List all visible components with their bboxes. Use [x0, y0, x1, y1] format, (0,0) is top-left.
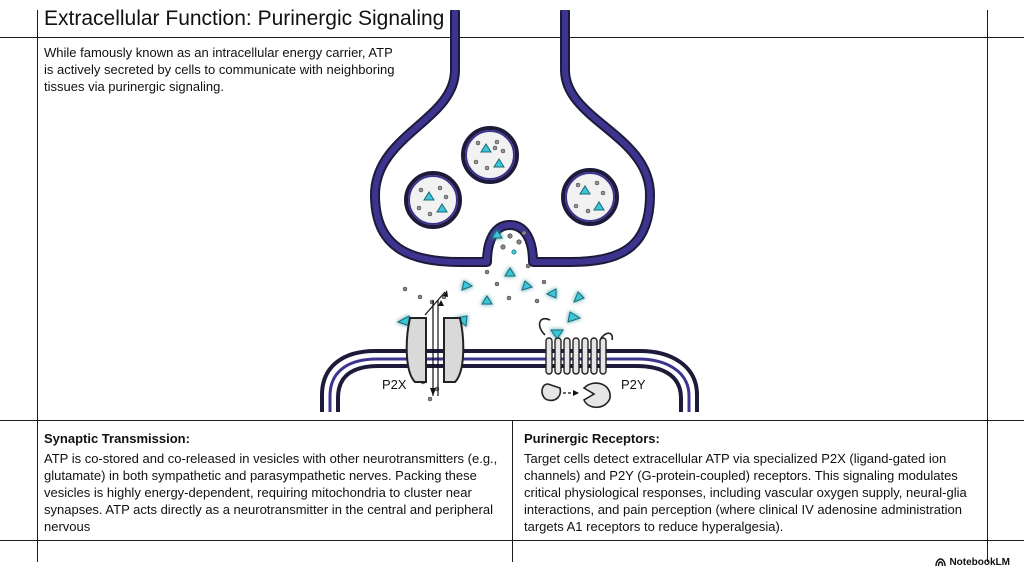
- page-title: Extracellular Function: Purinergic Signa…: [44, 7, 445, 30]
- title-divider: [0, 37, 1024, 38]
- purinergic-receptors-body: Target cells detect extracellular ATP vi…: [524, 451, 967, 534]
- synapse-diagram: P2X P2Y: [300, 7, 720, 420]
- p2x-label: P2X: [382, 377, 407, 392]
- purinergic-receptors-title: Purinergic Receptors:: [524, 431, 660, 446]
- vesicle-left: [404, 171, 462, 229]
- released-atp-particles: [396, 267, 585, 340]
- presynaptic-membrane: [370, 7, 655, 267]
- p2x-receptor: [405, 290, 465, 396]
- right-border: [987, 10, 988, 562]
- vesicle-top: [461, 126, 519, 184]
- synaptic-transmission-panel: Synaptic Transmission: ATP is co-stored …: [44, 430, 504, 540]
- notebooklm-logo-icon: [935, 558, 947, 567]
- postsynaptic-membrane: [320, 349, 699, 412]
- synaptic-transmission-title: Synaptic Transmission:: [44, 431, 190, 446]
- brand-name: NotebookLM: [949, 557, 1010, 568]
- purinergic-receptors-panel: Purinergic Receptors: Target cells detec…: [524, 430, 979, 535]
- synaptic-transmission-body: ATP is co-stored and co-released in vesi…: [44, 451, 498, 534]
- brand-watermark: NotebookLM: [935, 557, 1010, 568]
- synapse-svg: P2X P2Y: [320, 7, 699, 412]
- fused-vesicle-contents: [491, 229, 527, 255]
- vesicle-right: [561, 168, 619, 226]
- left-border: [37, 10, 38, 562]
- p2y-receptor: [538, 317, 614, 409]
- p2y-label: P2Y: [621, 377, 646, 392]
- panel-divider: [512, 420, 513, 562]
- intro-text: While famously known as an intracellular…: [44, 45, 395, 94]
